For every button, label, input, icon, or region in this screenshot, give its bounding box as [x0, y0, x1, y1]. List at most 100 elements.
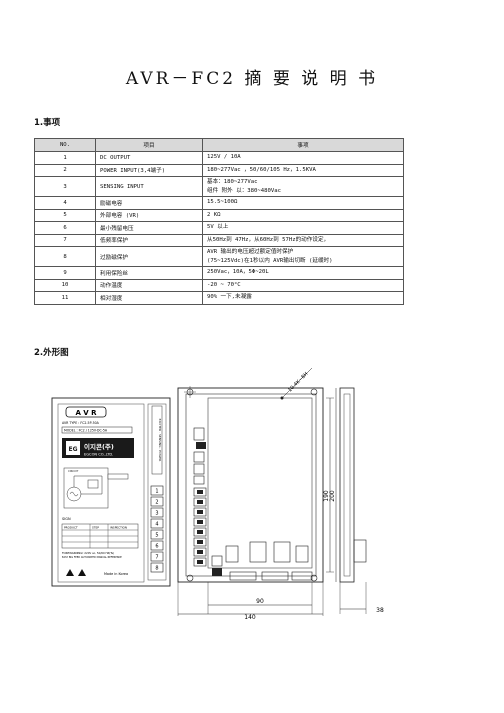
- cell-no: 2: [34, 163, 96, 177]
- cell-value-line: 250Vac，10A，5Φ~20L: [207, 269, 269, 276]
- cell-value: -20 ~ 70°C: [202, 278, 404, 292]
- terminal-box: [150, 507, 164, 518]
- cell-value: 基本：180~277Vac 组件 附外 以：380~480Vac: [202, 176, 404, 197]
- front-panel: EXCITER · SENSING · POWER A V R AVR TYPE…: [51, 397, 171, 587]
- cell-no: 7: [34, 233, 96, 247]
- model-text: MODEL : FC2 / 125V-DC-5A: [64, 429, 108, 433]
- terminal-label: 2: [155, 500, 158, 506]
- terminal-box: [150, 551, 164, 562]
- cell-value-line: (75~125Vdc)在1秒以内 AVR输出切断 (延缓时): [207, 257, 333, 264]
- cell-value: 15.5~100Ω: [202, 196, 404, 210]
- cell-item: DC OUTPUT: [95, 151, 203, 165]
- cell-item: 相对湿度: [95, 291, 203, 305]
- terminal-label: 3: [155, 511, 158, 517]
- dim-190: 190: [323, 490, 330, 502]
- cell-item: SENSING INPUT: [95, 176, 203, 197]
- cell-value-line: 90% 一下,未凝露: [207, 294, 252, 301]
- cell-no: 3: [34, 176, 96, 197]
- header-value: 事项: [202, 138, 404, 152]
- dim-200: 200: [329, 490, 336, 502]
- cell-no: 4: [34, 196, 96, 210]
- dim-38: 38: [376, 607, 384, 614]
- horizontal-dimensions: 90 140 38: [177, 582, 384, 620]
- terminal-block: 1 2 3 4 5 6 7 8: [150, 485, 164, 573]
- cell-value-line: 组件 附外 以：380~480Vac: [207, 187, 281, 194]
- wiring-block: [87, 479, 99, 489]
- cell-value-line: -20 ~ 70°C: [207, 281, 241, 288]
- cell-value: 从50Hz到 47Hz，从60Hz到 57Hz的动作设定，: [202, 233, 404, 247]
- mount-hole-tr: [310, 388, 318, 396]
- cell-no: 10: [34, 278, 96, 292]
- terminal-box: [150, 562, 164, 573]
- brand-english: EGCON CO.,LTD.: [84, 453, 113, 457]
- side-view: 10.4K~8H 190 200 90 140 38: [177, 367, 384, 620]
- sign-label: SIGN: [62, 517, 71, 521]
- header-item: 项目: [95, 138, 203, 152]
- cell-no: 8: [34, 246, 96, 267]
- dim-140: 140: [244, 614, 256, 620]
- side-profile: [339, 387, 355, 583]
- section-1-heading: 1.事项: [34, 118, 61, 128]
- terminal-box: [150, 485, 164, 496]
- footer-line-2: EASY BIG FEED AUTOMATED MANUAL REFERENCE: [62, 556, 122, 559]
- cell-item: 利用保险丝: [95, 266, 203, 280]
- terminal-box: [150, 529, 164, 540]
- cell-item: 动作温度: [95, 278, 203, 292]
- avr-logo: A V R: [75, 409, 97, 417]
- terminal-label: 6: [155, 544, 158, 550]
- cell-value-line: 从50Hz到 47Hz，从60Hz到 57Hz的动作设定，: [207, 236, 330, 243]
- terminal-label: 1: [155, 489, 158, 495]
- avr-logo-box: [65, 406, 107, 418]
- mount-hole-br: [310, 574, 318, 582]
- table-header-row: NO. 项目 事项: [34, 138, 404, 152]
- cell-item: 最小残留电压: [95, 221, 203, 235]
- cell-value-line: 180~277Vac ，50/60/105 Hz，1.5KVA: [207, 166, 316, 173]
- grid-header-step: STEP: [92, 526, 99, 530]
- cell-value: 2 KΩ: [202, 208, 404, 222]
- footer-line-1: FOREWARNING! 220V ac, 50/60 HZ(Ts): [62, 551, 114, 555]
- cell-value: 180~277Vac ，50/60/105 Hz，1.5KVA: [202, 163, 404, 177]
- mount-hole-bl: [186, 574, 194, 582]
- cell-item: 外部电容 (VR): [95, 208, 203, 222]
- inspection-grid: PRODUCT STEP INSPECTION: [61, 523, 139, 549]
- connector-column: [193, 487, 207, 567]
- cell-value: 250Vac，10A，5Φ~20L: [202, 266, 404, 280]
- housing-inner: [185, 393, 317, 577]
- cell-value-line: 15.5~100Ω: [207, 199, 238, 206]
- cell-value: 125V / 10A: [202, 151, 404, 165]
- cell-value-line: AVR 输出的电压超过额定值时保护: [207, 248, 294, 255]
- terminal-box: [150, 518, 164, 529]
- cell-no: 11: [34, 291, 96, 305]
- cell-no: 9: [34, 266, 96, 280]
- cell-item: 低频率保护: [95, 233, 203, 247]
- cell-value: 5V 以上: [202, 221, 404, 235]
- cell-item: 过励磁保护: [95, 246, 203, 267]
- svg-text:CIRCUIT: CIRCUIT: [68, 469, 79, 473]
- cell-value: 90% 一下,未凝露: [202, 291, 404, 305]
- terminal-label: 8: [155, 566, 158, 572]
- terminal-label: 7: [155, 555, 158, 561]
- cell-item: 励磁电容: [95, 196, 203, 210]
- cell-value: AVR 输出的电压超过额定值时保护 (75~125Vdc)在1秒以内 AVR输出切…: [202, 246, 404, 267]
- terminal-strip: [147, 403, 167, 581]
- terminal-label: 5: [155, 533, 158, 539]
- cell-value-line: 基本：180~277Vac: [207, 178, 258, 185]
- brand-name: 이지콘(주): [84, 442, 114, 451]
- leader-line: [281, 367, 313, 399]
- document-title: AVR－FC2 摘 要 说 明 书: [125, 69, 379, 89]
- grid-header-product: PRODUCT: [64, 526, 78, 530]
- model-box: [61, 426, 133, 434]
- outline-drawing: EXCITER · SENSING · POWER A V R AVR TYPE…: [51, 367, 384, 620]
- terminal-label: 4: [155, 522, 158, 528]
